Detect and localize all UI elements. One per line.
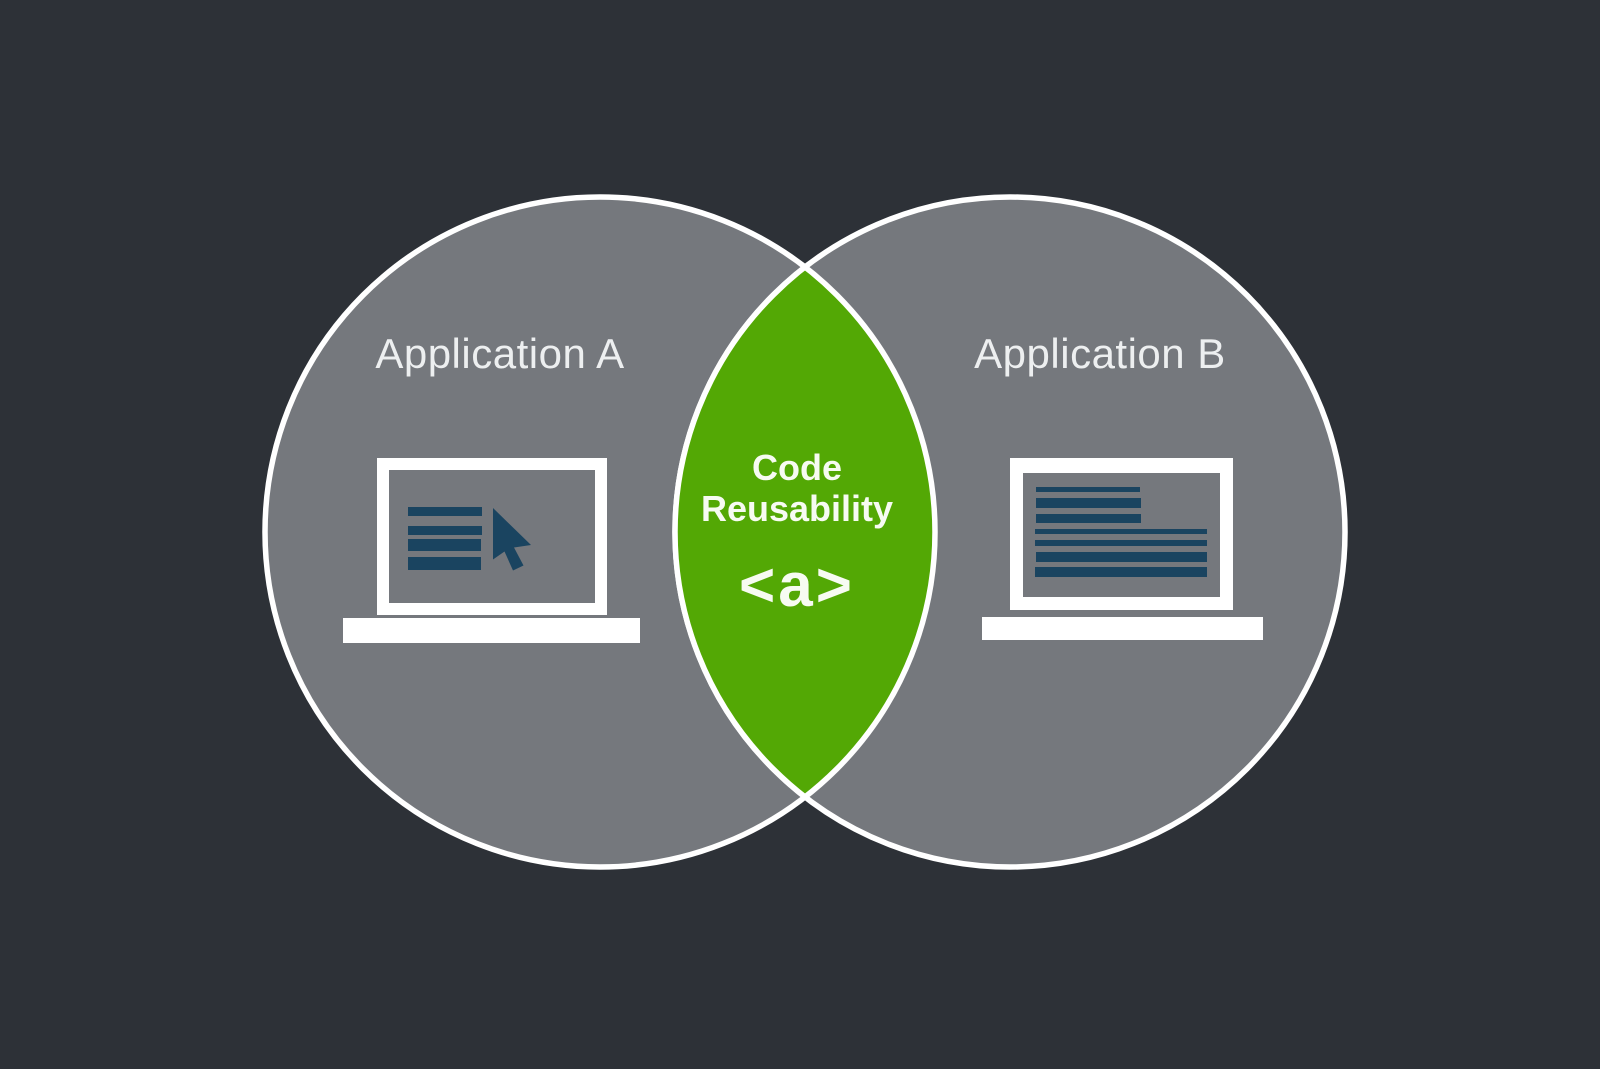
laptop-text-cursor-icon xyxy=(343,458,640,643)
overlap-title-line2: Reusability xyxy=(700,488,894,529)
application-a-label: Application A xyxy=(375,330,625,377)
overlap-title: Code Reusability xyxy=(701,447,893,529)
overlap-title-line1: Code xyxy=(752,447,842,488)
overlap-lens xyxy=(672,197,935,867)
cursor-arrow-icon xyxy=(493,508,531,571)
laptop-code-icon xyxy=(982,458,1263,640)
application-b-label: Application B xyxy=(974,330,1226,377)
anchor-tag-symbol: <a> xyxy=(739,551,855,620)
overlap-lens-edge xyxy=(675,197,938,867)
